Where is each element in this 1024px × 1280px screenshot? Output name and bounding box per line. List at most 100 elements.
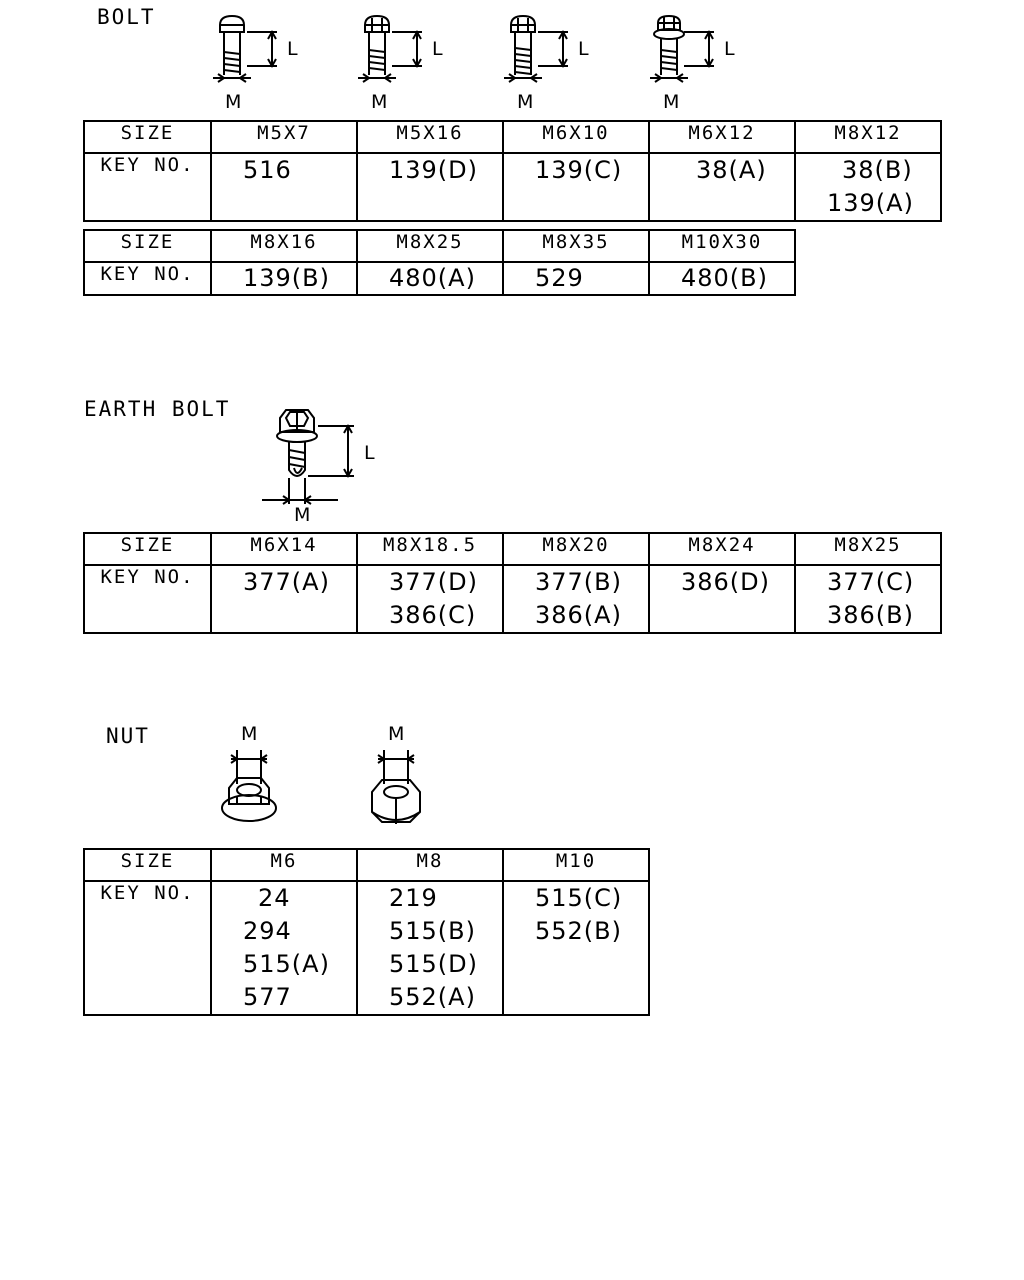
key-value: 139(B)	[243, 264, 330, 292]
key-cell: 480(B)	[648, 261, 796, 296]
key-cell: 24 294 515(A) 577	[210, 880, 358, 1016]
size-cell: M10	[502, 848, 650, 882]
bolt-3-diameter-label: M	[517, 91, 534, 113]
key-cell: 516	[210, 152, 358, 222]
size-header: SIZE	[83, 848, 212, 882]
key-value: 386(C)	[389, 601, 477, 629]
flange-nut-drawing	[215, 748, 285, 830]
size-cell: M5X7	[210, 120, 358, 154]
hex-nut-drawing	[362, 748, 432, 830]
bolt-4-length-label: L	[724, 38, 735, 60]
key-cell: 139(B)	[210, 261, 358, 296]
size-cell: M5X16	[356, 120, 504, 154]
key-value: 294	[243, 917, 292, 945]
bolt-2-diameter-label: M	[371, 91, 388, 113]
key-no-header: KEY NO.	[83, 564, 212, 634]
key-value: 515(B)	[389, 917, 476, 945]
key-cell: 38(B) 139(A)	[794, 152, 942, 222]
size-cell: M8X20	[502, 532, 650, 566]
key-value: 38(B)	[842, 156, 913, 184]
bolt-4-diameter-label: M	[663, 91, 680, 113]
earth-bolt-drawing	[258, 402, 388, 512]
table-row-key: KEY NO. 24 294 515(A) 577 219 515(B) 515…	[83, 880, 650, 1016]
key-value: 515(A)	[243, 950, 330, 978]
key-cell: 529	[502, 261, 650, 296]
key-value: 38(A)	[696, 156, 767, 184]
key-value: 386(B)	[827, 601, 914, 629]
bolt-size-table-1: SIZE M5X7 M5X16 M6X10 M6X12 M8X12 KEY NO…	[83, 120, 942, 222]
size-cell: M8X24	[648, 532, 796, 566]
key-value: 139(D)	[389, 156, 479, 184]
bolt-1-length-label: L	[287, 38, 298, 60]
bolt-1-diameter-label: M	[225, 91, 242, 113]
key-value: 386(A)	[535, 601, 622, 629]
table-row-key: KEY NO. 377(A) 377(D) 386(C) 377(B) 386(…	[83, 564, 942, 634]
key-cell: 377(C) 386(B)	[794, 564, 942, 634]
key-cell: 515(C) 552(B)	[502, 880, 650, 1016]
size-cell: M6X12	[648, 120, 796, 154]
size-cell: M8X25	[356, 229, 504, 263]
bolt-title: BOLT	[97, 5, 156, 29]
size-cell: M8X12	[794, 120, 942, 154]
earth-bolt-title: EARTH BOLT	[84, 397, 231, 421]
size-cell: M10X30	[648, 229, 796, 263]
key-value: 377(D)	[389, 568, 479, 596]
size-cell: M8X25	[794, 532, 942, 566]
key-value: 577	[243, 983, 292, 1011]
key-value: 219	[389, 884, 438, 912]
table-row-key: KEY NO. 516 139(D) 139(C) 38(A) 38(B) 13…	[83, 152, 942, 222]
key-value: 377(A)	[243, 568, 330, 596]
nut-1-diameter-label: M	[241, 723, 258, 745]
key-cell: 377(A)	[210, 564, 358, 634]
size-cell: M6X10	[502, 120, 650, 154]
bolt-3-length-label: L	[578, 38, 589, 60]
key-value: 529	[535, 264, 584, 292]
key-value: 377(C)	[827, 568, 915, 596]
table-row-key: KEY NO. 139(B) 480(A) 529 480(B)	[83, 261, 796, 296]
nut-title: NUT	[106, 724, 150, 748]
key-cell: 377(D) 386(C)	[356, 564, 504, 634]
key-value: 480(A)	[389, 264, 476, 292]
key-cell: 219 515(B) 515(D) 552(A)	[356, 880, 504, 1016]
bolt-drawing-1	[205, 12, 305, 117]
key-cell: 38(A)	[648, 152, 796, 222]
size-header: SIZE	[83, 532, 212, 566]
key-cell: 139(C)	[502, 152, 650, 222]
bolt-drawing-2	[350, 12, 450, 117]
size-cell: M8	[356, 848, 504, 882]
key-value: 515(D)	[389, 950, 479, 978]
earth-bolt-length-label: L	[364, 442, 375, 464]
key-value: 515(C)	[535, 884, 623, 912]
size-header: SIZE	[83, 120, 212, 154]
bolt-drawing-4-flanged	[642, 12, 742, 117]
bolt-2-length-label: L	[432, 38, 443, 60]
nut-2-diameter-label: M	[388, 723, 405, 745]
earth-bolt-diameter-label: M	[294, 504, 311, 526]
key-value: 139(C)	[535, 156, 623, 184]
size-cell: M8X35	[502, 229, 650, 263]
bolt-drawing-3	[496, 12, 596, 117]
key-value: 386(D)	[681, 568, 771, 596]
size-header: SIZE	[83, 229, 212, 263]
key-value: 139(A)	[827, 189, 914, 217]
key-cell: 377(B) 386(A)	[502, 564, 650, 634]
key-value: 552(B)	[535, 917, 622, 945]
key-cell: 139(D)	[356, 152, 504, 222]
key-cell: 386(D)	[648, 564, 796, 634]
nut-size-table: SIZE M6 M8 M10 KEY NO. 24 294 515(A) 577…	[83, 848, 650, 1016]
key-no-header: KEY NO.	[83, 261, 212, 296]
earth-bolt-size-table: SIZE M6X14 M8X18.5 M8X20 M8X24 M8X25 KEY…	[83, 532, 942, 634]
table-row-size: SIZE M6X14 M8X18.5 M8X20 M8X24 M8X25	[83, 532, 942, 566]
size-cell: M6	[210, 848, 358, 882]
key-no-header: KEY NO.	[83, 880, 212, 1016]
size-cell: M8X16	[210, 229, 358, 263]
key-value: 552(A)	[389, 983, 476, 1011]
table-row-size: SIZE M8X16 M8X25 M8X35 M10X30	[83, 229, 796, 263]
size-cell: M8X18.5	[356, 532, 504, 566]
key-value: 516	[243, 156, 292, 184]
key-cell: 480(A)	[356, 261, 504, 296]
table-row-size: SIZE M6 M8 M10	[83, 848, 650, 882]
key-value: 24	[258, 884, 291, 912]
key-no-header: KEY NO.	[83, 152, 212, 222]
key-value: 480(B)	[681, 264, 768, 292]
